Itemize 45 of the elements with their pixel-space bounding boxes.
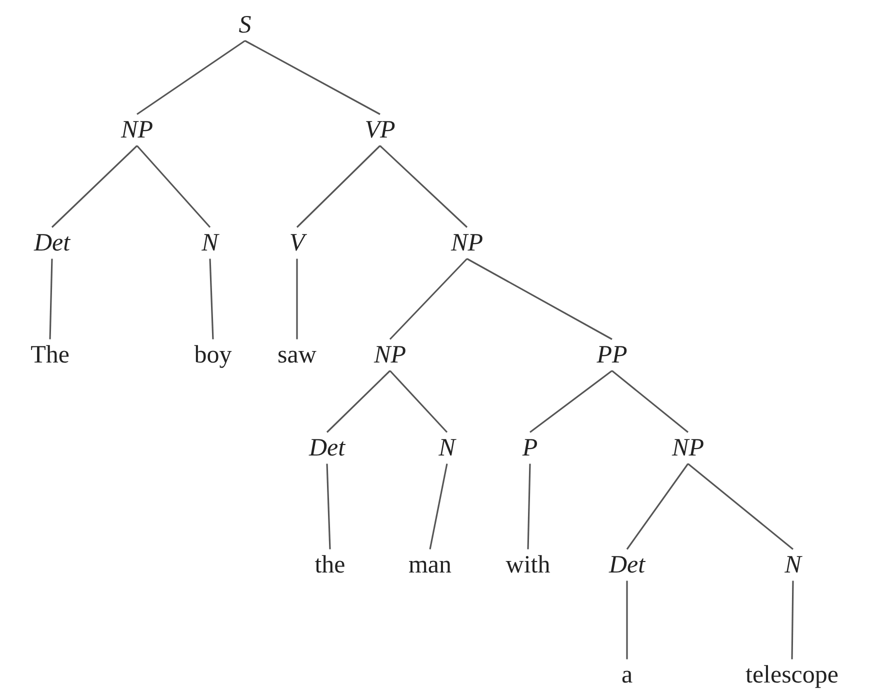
word-label: telescope: [742, 659, 842, 691]
category-label: S: [236, 9, 254, 41]
tree-branch: [136, 40, 246, 115]
tree-branch: [527, 464, 531, 550]
category-label: NP: [371, 339, 409, 371]
tree-branch: [49, 258, 53, 340]
category-label: NP: [448, 227, 486, 259]
tree-branch: [326, 464, 331, 550]
tree-branch: [530, 370, 612, 433]
tree-branch: [296, 145, 381, 228]
word-label: the: [312, 549, 348, 581]
word-label: saw: [274, 339, 320, 371]
category-label: N: [436, 432, 458, 464]
category-label: NP: [118, 114, 156, 146]
tree-branch: [379, 145, 468, 228]
category-label: Det: [30, 227, 74, 259]
tree-branch: [51, 145, 138, 228]
tree-branch: [136, 145, 211, 228]
tree-branch: [612, 370, 688, 433]
tree-branch: [688, 463, 794, 550]
category-label: V: [286, 227, 308, 259]
category-label: Det: [606, 549, 648, 581]
tree-branch: [791, 580, 794, 660]
tree-branch: [429, 464, 448, 550]
word-label: with: [502, 549, 554, 581]
category-label: NP: [669, 432, 707, 464]
category-label: PP: [594, 339, 630, 371]
tree-branch: [326, 370, 391, 433]
category-label: Det: [306, 432, 348, 464]
tree-branch: [209, 258, 214, 340]
category-label: N: [782, 549, 804, 581]
tree-branch: [296, 258, 298, 340]
word-label: boy: [191, 339, 235, 371]
category-label: VP: [362, 114, 398, 146]
tree-branch: [626, 580, 628, 660]
tree-branch: [389, 370, 448, 433]
word-label: The: [28, 339, 72, 371]
tree-branch: [389, 258, 468, 340]
tree-branch: [626, 463, 689, 550]
word-label: man: [405, 549, 455, 581]
category-label: P: [519, 432, 541, 464]
category-label: N: [198, 227, 222, 259]
tree-branch: [244, 40, 380, 115]
tree-branch: [466, 258, 612, 340]
word-label: a: [618, 659, 636, 691]
